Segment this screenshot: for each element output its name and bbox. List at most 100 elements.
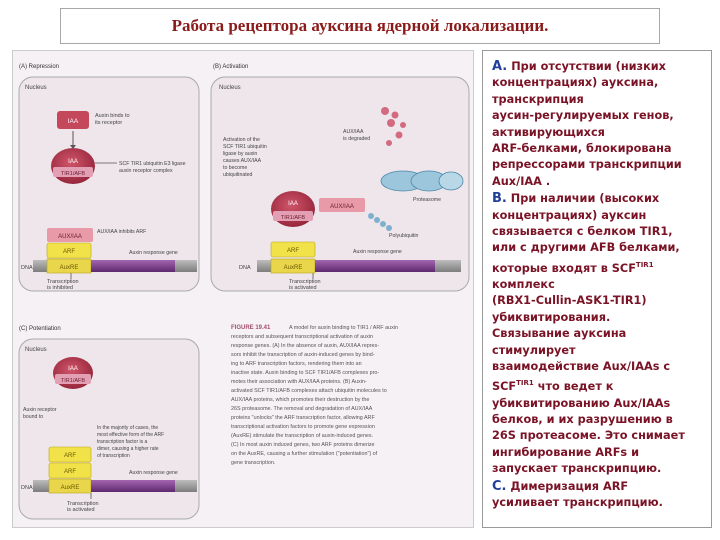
panel-a-auxre-label: AuxRE	[60, 265, 79, 271]
a-line-0: При отсутствии (низких	[511, 60, 666, 73]
panel-b-note-gene: Auxin response gene	[353, 249, 402, 255]
label-a: A.	[492, 59, 508, 74]
b-line-13: белков, и их разрушению в	[492, 413, 673, 427]
panel-c-note-trans-2: is activated	[67, 507, 95, 513]
panel-c-arf-top	[48, 446, 92, 463]
panel-c-note-majority-1: In the majority of cases, the	[97, 425, 158, 431]
panel-c-auxre-label: AuxRE	[61, 485, 80, 491]
panel-b-note-trans-2: is activated	[289, 285, 317, 291]
b-line-2: связывается с белком TIR1,	[492, 225, 673, 239]
panel-b-proteasome	[380, 170, 464, 192]
scf-tail: что ведет к	[533, 380, 614, 394]
b-line-0: При наличии (высоких	[510, 192, 660, 206]
b-line-5: комплекс	[492, 278, 555, 292]
panel-a-nucleus	[18, 76, 200, 292]
panel-c-note-majority-4: dimer, causing a higher rate	[97, 446, 159, 452]
panel-b-iaa: IAA	[288, 201, 298, 207]
panel-c-note-majority-5: of transcription	[97, 453, 130, 459]
panel-a-tir-box	[53, 167, 93, 177]
panel-c-note-receptor-2: bound to	[23, 414, 43, 420]
panel-c-header: (C) Potentiation	[19, 326, 61, 332]
panel-c-dna-gene	[91, 480, 175, 492]
panel-a-dna-left	[33, 260, 47, 272]
panel-b-note-act-3: ligase by auxin	[223, 151, 257, 157]
caption-line-4: ing to ARF transcription factors, render…	[231, 361, 362, 367]
panel-b-tir-box	[273, 211, 313, 221]
b-line-3: или с другими AFB белками,	[492, 241, 680, 255]
panel-a-note-gene: Auxin response gene	[129, 250, 178, 256]
panel-c-note-majority-3: transcription factor is a	[97, 439, 148, 445]
panel-c-note-trans-1: Transcription	[67, 501, 99, 507]
a-line-6: репрессорами транскрипции	[492, 158, 682, 172]
panel-b-polyubiquitin-chain	[368, 213, 392, 231]
panel-c-note-majority-2: most effective form of the ARF	[97, 432, 164, 438]
scf-superscript-1: TIR1	[635, 260, 654, 269]
auxin-figure: (A) Repression Nucleus IAA Auxin binds t…	[12, 50, 474, 528]
panel-a-note-binds-2: its receptor	[95, 120, 122, 126]
panel-c-receptor-complex	[53, 357, 93, 389]
panel-a-dna-label: DNA	[21, 265, 33, 271]
panel-a-receptor-complex	[51, 148, 95, 184]
panel-a-iaa-bound: IAA	[68, 159, 78, 165]
panel-a-note-trans-2: is inhibited	[47, 285, 73, 291]
panel-b-dna-label: DNA	[239, 265, 251, 271]
panel-a-dna-right	[175, 260, 197, 272]
b-line-16: запускает транскрипцию.	[492, 462, 662, 476]
panel-a-arf	[46, 242, 92, 259]
panel-b-auxiaa-label: AUX/IAA	[330, 204, 354, 210]
caption-line-15: gene transcription.	[231, 460, 275, 466]
paragraph-c: C. Димеризация ARF усиливает транскрипци…	[492, 479, 705, 512]
panel-b-note-act-1: Activation of the	[223, 137, 260, 143]
caption-line-3: sors inhibit the transcription of auxin-…	[231, 352, 375, 358]
b-line-9: стимулирует	[492, 343, 576, 357]
panel-b-note-act-6: ubiquitinated	[223, 172, 253, 178]
explanation-panel: A. При отсутствии (низких концентрациях)…	[482, 50, 712, 528]
caption-line-5: inactive state. Auxin binding to SCF TIR…	[231, 370, 379, 376]
panel-c-dna-label: DNA	[21, 485, 33, 491]
panel-c-nucleus-label: Nucleus	[25, 347, 47, 353]
panel-a-note-trans-1: Transcription	[47, 279, 79, 285]
b-line-14: 26S протеасоме. Это снимает	[492, 429, 685, 443]
panel-c-note-gene: Auxin response gene	[129, 470, 178, 476]
caption-line-6: motes their association with AUX/IAA pro…	[231, 379, 367, 385]
caption-line-10: proteins "unlocks" the ARF transcription…	[231, 415, 375, 421]
caption-line-8: AUX/IAA proteins, which promotes their d…	[231, 397, 369, 403]
a-line-7: Aux/IAA .	[492, 174, 551, 188]
panel-b-degraded-fragments	[381, 107, 406, 146]
panel-b-note-degraded-1: AUX/IAA	[343, 129, 364, 135]
b-line-4: которые входят в SCF	[492, 261, 636, 275]
b-line-7: убиквитирования.	[492, 310, 611, 324]
caption-head: FIGURE 19.41	[231, 325, 271, 331]
b-line-6: (RBX1-Cullin-ASK1-TIR1)	[492, 294, 647, 308]
panel-c-arf-bottom-label: ARF	[64, 469, 76, 475]
figure-svg: (A) Repression Nucleus IAA Auxin binds t…	[18, 64, 470, 520]
panel-a-auxiaa-label: AUX/IAA	[58, 234, 82, 240]
panel-a-note-scf-2: auxin receptor complex	[119, 168, 173, 174]
caption-line-13: (C) In most auxin induced genes, two ARF…	[231, 442, 375, 448]
caption-line-11: transcriptional activation factors to pr…	[231, 424, 375, 430]
panel-c-dna-right	[175, 480, 197, 492]
panel-b-dna-left	[257, 260, 271, 272]
caption-line-2: response genes. (A) In the absence of au…	[231, 343, 379, 349]
caption-line-1: receptors and subsequent transcriptional…	[231, 334, 373, 340]
panel-a-note-binds-1: Auxin binds to	[95, 113, 130, 119]
panel-b-header: (B) Activation	[213, 64, 248, 70]
panel-a-note-inhibits: AUX/IAA inhibits ARF	[97, 229, 146, 235]
paragraph-a: A. При отсутствии (низких концентрациях)…	[492, 59, 705, 190]
panel-a-dna-gene	[91, 260, 175, 272]
panel-b-arf-label: ARF	[287, 248, 299, 254]
b-line-12: убиквитированию Aux/IAAs	[492, 396, 671, 410]
caption-line-7: activated SCF TIR1/AFB complexes attach …	[231, 388, 387, 394]
caption-line-12: (AuxRE) stimulate the transcription of a…	[231, 433, 373, 439]
b-line-1: концентрациях) ауксин	[492, 208, 647, 222]
panel-b-receptor-complex	[271, 191, 315, 227]
panel-c-tir-label: TIR1/AFB	[61, 378, 85, 384]
title-box: Работа рецептора ауксина ядерной локализ…	[60, 8, 660, 44]
a-line-4: активирующихся	[492, 125, 605, 139]
label-b: B.	[492, 191, 507, 207]
panel-b-note-polyub: Polyubiquitin	[389, 233, 419, 239]
panel-b-auxiaa	[319, 198, 365, 212]
c-line-1: усиливает транскрипцию.	[492, 496, 663, 510]
panel-a-nucleus-label: Nucleus	[25, 85, 47, 91]
panel-b-note-proteasome: Proteasome	[413, 197, 441, 203]
